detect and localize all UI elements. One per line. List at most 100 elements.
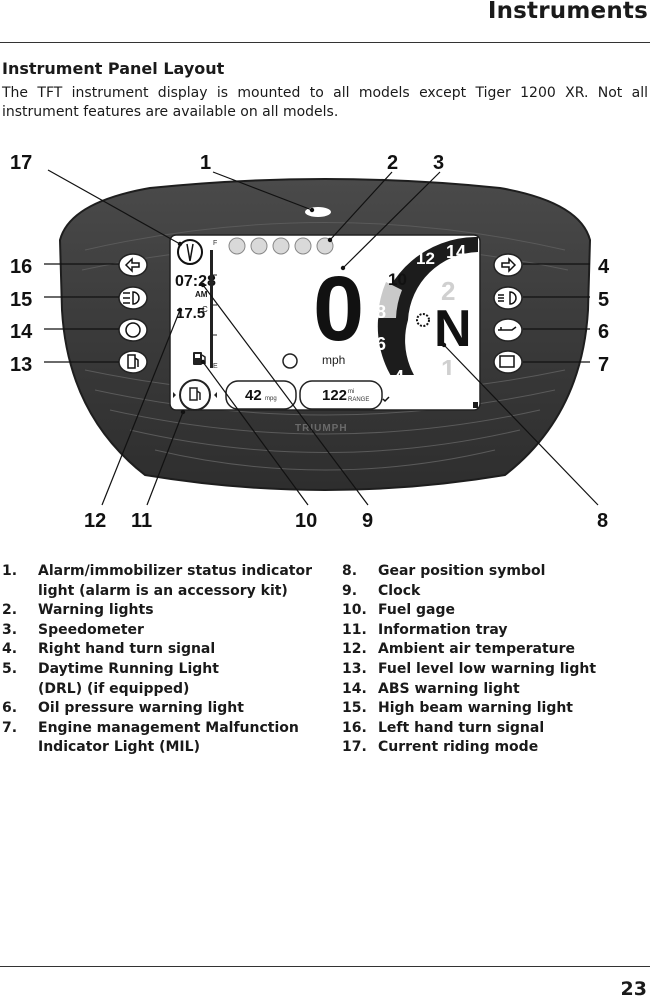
legend-item-number: 3. [2,621,18,638]
cruise-control-icon [282,353,298,369]
legend-item-number: 6. [2,700,18,717]
callout-5: 5 [598,289,609,311]
footer-rule [0,966,650,967]
legend-list-right: 8. Gear position symbol 9.Clock 10. Fuel g… [342,562,642,758]
fuel-economy-value: 42 [245,387,262,404]
legend-item-text: ABS warning light [378,680,520,697]
legend-item-number: 12. [342,641,367,658]
legend-item-number: 8. [342,563,358,579]
right-turn-signal-icon [501,257,517,273]
legend-item-number: 10. [342,602,367,619]
callout-2: 2 [387,152,398,174]
legend-item-number: 11. [342,621,367,638]
service-gear-icon [416,313,430,327]
engine-mil-icon [499,355,515,368]
riding-mode-icon [177,239,203,265]
fuel-low-icon [127,354,139,369]
legend-item: 4. Right hand turn signal [2,640,322,660]
checkmark-icon [382,396,390,403]
callout-17: 17 [10,152,32,174]
fuel-gage-empty-label: E [213,363,218,370]
rpm-multiplier: x1000 [450,271,467,277]
callout-14: 14 [10,321,33,343]
legend-item: 1. Alarm/immobilizer status indicator lig… [2,562,322,601]
brand-logo: TRIUMPH [295,423,348,434]
legend-item: 16. Left hand turn signal [342,719,642,739]
callout-10: 10 [295,510,317,532]
legend-item-number: 7. [2,719,18,736]
rpm-tick-6: 6 [376,334,386,354]
legend-item-number: 16. [342,719,367,736]
legend-item-text: Clock [378,582,421,599]
header-rule [0,42,650,43]
callout-3: 3 [433,152,444,174]
legend-item: 13. Fuel level low warning light [342,660,642,680]
callout-8: 8 [597,510,608,532]
legend-item-number: 4. [2,641,18,658]
legend-item-number: 1. [2,563,18,579]
ambient-temperature-unit: C [202,305,208,314]
page-number: 23 [620,978,647,1000]
legend-item: 10. Fuel gage [342,601,642,621]
tachometer-inner [405,252,478,402]
fuel-economy-panel [225,380,297,410]
legend-item-text: Fuel gage [378,602,455,619]
legend-item-text: Oil pressure warning light [38,700,244,717]
legend-item-number: 17. [342,739,367,756]
legend-item: 5. Daytime Running Light (DRL) (if equipp… [2,660,322,699]
legend-item: 17. Current riding mode [342,738,642,758]
callout-7: 7 [598,354,609,376]
legend-item-text: Left hand turn signal [378,719,545,736]
legend-item-number: 13. [342,660,367,677]
callout-13: 13 [10,354,32,376]
rpm-tick-14: 14 [446,242,466,262]
speedometer-value: 0 [313,258,364,360]
legend-item-text: Speedometer [38,621,144,638]
legend-item: 8. Gear position symbol [342,562,642,582]
left-turn-signal-icon [124,257,140,273]
clock-ampm: AM [195,290,208,299]
callout-leader-lines [44,169,599,506]
high-beam-icon [123,291,140,305]
riding-mode-road-icon [186,243,194,262]
rpm-tick-10: 10 [388,270,407,289]
legend-item-number: 5. [2,660,18,677]
legend-item: 7.Engine management Malfunction Indicato… [2,719,322,758]
legend-item-text: Daytime Running Light (DRL) (if equipped… [38,660,219,697]
legend-item-text: Gear position symbol [378,563,546,579]
left-indicator-lights [118,253,148,374]
legend-item: 9.Clock [342,582,642,602]
fuel-gage-full-label: F [213,240,217,247]
legend-item-text: High beam warning light [378,700,573,717]
range-unit-bottom: RANGE [348,397,369,403]
legend-item-text: Ambient air temperature [378,641,575,658]
legend-item-text: Fuel level low warning light [378,660,597,677]
callout-15: 15 [10,289,32,311]
legend-item: 2.Warning lights [2,601,322,621]
legend-list-left: 1. Alarm/immobilizer status indicator lig… [2,562,322,758]
range-unit-top: mi [348,389,354,395]
legend-item-number: 15. [342,700,367,717]
right-indicator-lights [493,253,523,374]
callout-16: 16 [10,256,32,278]
callout-12: 12 [84,510,106,532]
callout-6: 6 [598,321,609,343]
page-header-title: Instruments [487,0,648,24]
legend-item-text: Right hand turn signal [38,641,216,658]
callout-dots [177,207,447,415]
legend-item-text: Alarm/immobilizer status indicator light… [38,563,313,599]
range-value: 122 [322,387,347,404]
info-tray-fuel-icon [189,387,201,401]
clock-value: 07:28 [175,273,216,290]
legend-item-number: 14. [342,680,367,697]
drl-icon [498,291,517,305]
fuel-gage-bar [210,250,213,368]
warning-lights-row [228,237,334,255]
section-title: Instrument Panel Layout [2,59,225,78]
rpm-tick-12: 12 [416,249,435,268]
legend-item: 12. Ambient air temperature [342,640,642,660]
callout-4: 4 [598,256,610,278]
fuel-gage-ticks [213,274,217,336]
legend-item-text: Current riding mode [378,739,539,756]
legend-item-text: Warning lights [38,602,154,619]
